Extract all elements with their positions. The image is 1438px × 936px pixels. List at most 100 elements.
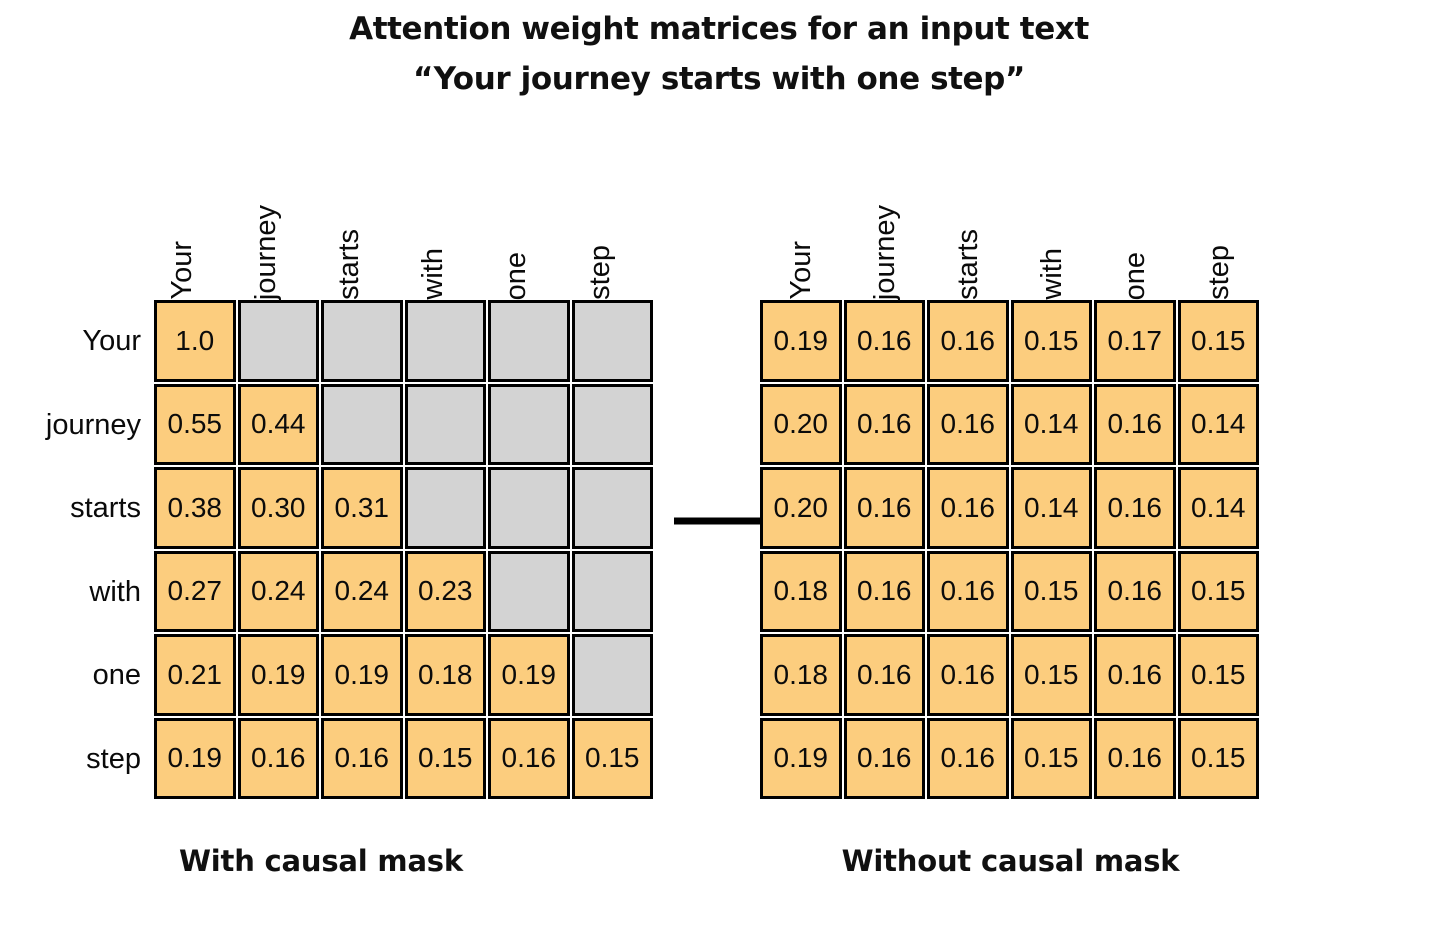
matrix-cell[interactable]: 0.15 bbox=[1010, 300, 1092, 382]
matrix-cell-value: 0.55 bbox=[167, 408, 223, 440]
column-header-step: step bbox=[1178, 160, 1262, 300]
matrix-cell-value: 0.20 bbox=[773, 408, 829, 440]
matrix-cell-masked[interactable] bbox=[571, 550, 653, 632]
matrix-cell-value: 0.15 bbox=[418, 742, 473, 774]
matrix-cell[interactable]: 0.16 bbox=[1094, 467, 1176, 549]
matrix-cell[interactable]: 0.14 bbox=[1177, 383, 1259, 465]
title-block: Attention weight matrices for an input t… bbox=[0, 14, 1438, 95]
matrix-cell[interactable]: 0.24 bbox=[321, 550, 403, 632]
matrix-cell[interactable]: 0.15 bbox=[1177, 717, 1259, 799]
matrix-cell[interactable]: 0.19 bbox=[321, 634, 403, 716]
matrix-cell-masked[interactable] bbox=[321, 383, 403, 465]
matrix-cell[interactable]: 0.14 bbox=[1177, 467, 1259, 549]
matrix-cell[interactable]: 0.19 bbox=[488, 634, 570, 716]
matrix-cell-value: 0.16 bbox=[857, 324, 912, 356]
matrix-cell[interactable]: 0.16 bbox=[1094, 383, 1176, 465]
matrix-cell[interactable]: 0.17 bbox=[1094, 300, 1176, 382]
matrix-cell[interactable]: 1.0 bbox=[154, 300, 236, 382]
matrix-cell[interactable]: 0.19 bbox=[154, 717, 236, 799]
matrix-cell[interactable]: 0.14 bbox=[1010, 467, 1092, 549]
matrix-cell[interactable]: 0.15 bbox=[571, 717, 653, 799]
matrix-cell-masked[interactable] bbox=[488, 550, 570, 632]
matrix-cell[interactable]: 0.19 bbox=[237, 634, 319, 716]
matrix-cell[interactable]: 0.27 bbox=[154, 550, 236, 632]
column-header-label: step bbox=[583, 245, 616, 300]
matrix-cell[interactable]: 0.16 bbox=[488, 717, 570, 799]
matrix-cell-value: 0.16 bbox=[1107, 658, 1163, 690]
column-header-starts: starts bbox=[927, 160, 1011, 300]
matrix-cell-value: 0.19 bbox=[773, 742, 829, 774]
matrix-cell-masked[interactable] bbox=[321, 300, 403, 382]
matrix-cell-masked[interactable] bbox=[488, 467, 570, 549]
matrix-cell[interactable]: 0.15 bbox=[1177, 634, 1259, 716]
matrix-cell[interactable]: 0.24 bbox=[237, 550, 319, 632]
matrix-cell[interactable]: 0.16 bbox=[1094, 717, 1176, 799]
matrix-cell[interactable]: 0.18 bbox=[404, 634, 486, 716]
matrix-cell-masked[interactable] bbox=[571, 300, 653, 382]
matrix-cell[interactable]: 0.15 bbox=[1010, 717, 1092, 799]
matrix-cell[interactable]: 0.16 bbox=[927, 550, 1009, 632]
matrix-cell-value: 0.23 bbox=[418, 575, 473, 607]
matrix-cell[interactable]: 0.16 bbox=[843, 717, 925, 799]
matrix-cell[interactable]: 0.19 bbox=[760, 717, 842, 799]
matrix-cell[interactable]: 0.21 bbox=[154, 634, 236, 716]
matrix-cell-masked[interactable] bbox=[488, 383, 570, 465]
matrix-cell[interactable]: 0.18 bbox=[760, 550, 842, 632]
matrix-cell[interactable]: 0.18 bbox=[760, 634, 842, 716]
matrix-cell-masked[interactable] bbox=[571, 634, 653, 716]
matrix-cell-masked[interactable] bbox=[488, 300, 570, 382]
matrix-cell-masked[interactable] bbox=[571, 383, 653, 465]
matrix-cell[interactable]: 0.15 bbox=[1010, 634, 1092, 716]
matrix-cell-masked[interactable] bbox=[404, 467, 486, 549]
matrix-cell-masked[interactable] bbox=[404, 300, 486, 382]
matrix-cell-value: 0.31 bbox=[334, 491, 390, 523]
matrix-cell[interactable]: 0.16 bbox=[843, 300, 925, 382]
matrix-cell[interactable]: 0.16 bbox=[927, 300, 1009, 382]
matrix-cell[interactable]: 0.16 bbox=[927, 717, 1009, 799]
matrix-cell[interactable]: 0.20 bbox=[760, 383, 842, 465]
matrix-cell[interactable]: 0.14 bbox=[1010, 383, 1092, 465]
matrix-cell[interactable]: 0.20 bbox=[760, 467, 842, 549]
matrix-cell[interactable]: 0.15 bbox=[1010, 550, 1092, 632]
matrix-cell[interactable]: 0.44 bbox=[237, 383, 319, 465]
matrix-cell[interactable]: 0.30 bbox=[237, 467, 319, 549]
matrix-cell[interactable]: 0.16 bbox=[927, 467, 1009, 549]
matrix-cell[interactable]: 0.31 bbox=[321, 467, 403, 549]
matrix-cell[interactable]: 0.15 bbox=[404, 717, 486, 799]
matrix-cell[interactable]: 0.16 bbox=[843, 550, 925, 632]
matrix-cell-masked[interactable] bbox=[404, 383, 486, 465]
matrix-cell-value: 0.21 bbox=[167, 658, 223, 690]
matrix-cell[interactable]: 0.16 bbox=[927, 634, 1009, 716]
matrix-cell[interactable]: 0.23 bbox=[404, 550, 486, 632]
matrix-cell-masked[interactable] bbox=[237, 300, 319, 382]
column-header-your: Your bbox=[141, 160, 225, 300]
matrix-cell[interactable]: 0.15 bbox=[1177, 550, 1259, 632]
column-header-with: with bbox=[392, 160, 476, 300]
matrix-cell[interactable]: 0.16 bbox=[321, 717, 403, 799]
matrix-cell-value: 0.18 bbox=[418, 658, 473, 690]
page-title-line-1: Attention weight matrices for an input t… bbox=[349, 11, 1089, 47]
matrix-cell[interactable]: 0.15 bbox=[1177, 300, 1259, 382]
matrix-cell[interactable]: 0.16 bbox=[843, 383, 925, 465]
matrix-cell[interactable]: 0.38 bbox=[154, 467, 236, 549]
matrix-cell-value: 0.19 bbox=[251, 658, 306, 690]
matrix-cell-masked[interactable] bbox=[571, 467, 653, 549]
matrix-cell[interactable]: 0.16 bbox=[927, 383, 1009, 465]
column-header-journey: journey bbox=[844, 160, 928, 300]
matrix-cell[interactable]: 0.16 bbox=[1094, 634, 1176, 716]
matrix-cell-value: 0.16 bbox=[857, 408, 912, 440]
matrix-cell[interactable]: 0.19 bbox=[760, 300, 842, 382]
matrix-cell[interactable]: 0.16 bbox=[843, 467, 925, 549]
column-header-one: one bbox=[475, 160, 559, 300]
matrix-cell[interactable]: 0.16 bbox=[843, 634, 925, 716]
matrix-cell[interactable]: 0.16 bbox=[237, 717, 319, 799]
matrix-cell[interactable]: 0.55 bbox=[154, 383, 236, 465]
matrix-cell-value: 0.20 bbox=[773, 491, 829, 523]
matrix-cell[interactable]: 0.16 bbox=[1094, 550, 1176, 632]
matrix-cell-value: 0.16 bbox=[334, 742, 390, 774]
